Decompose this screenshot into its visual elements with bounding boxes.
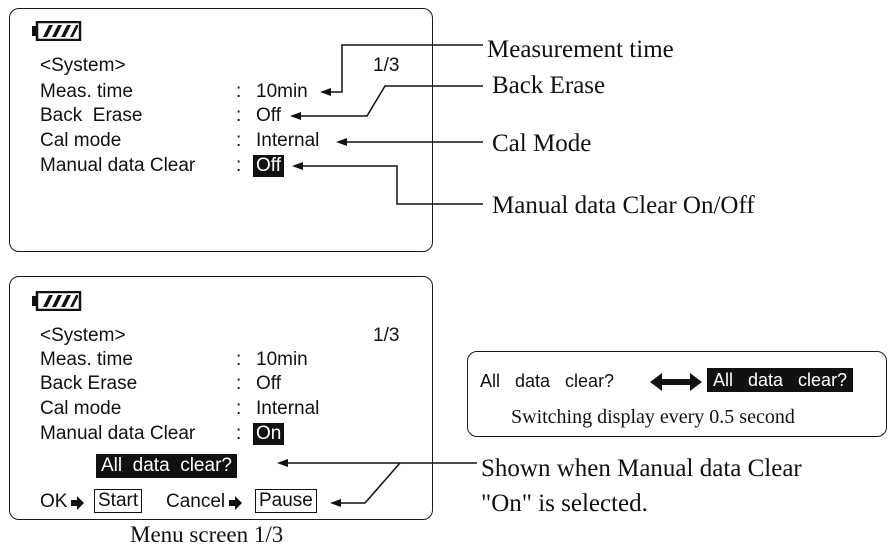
right-arrow-icon — [71, 496, 84, 510]
row-sep: : — [236, 423, 242, 444]
row-value-cal-mode[interactable]: Internal — [256, 130, 320, 151]
row-label-cal-mode: Cal mode — [40, 398, 122, 419]
row-value-manual-clear[interactable]: Off — [253, 155, 284, 177]
leader-line-manual-clear — [302, 165, 483, 205]
page-indicator: 1/3 — [373, 55, 400, 76]
arrowhead — [336, 138, 347, 146]
row-label-cal-mode: Cal mode — [40, 130, 122, 151]
row-label-back-erase: Back Erase — [40, 105, 143, 126]
arrowhead — [277, 459, 288, 467]
right-arrow-icon — [229, 496, 242, 510]
label-back-erase: Back Erase — [492, 72, 606, 99]
all-data-clear-prompt: All data clear? — [96, 454, 237, 478]
row-label-back-erase: Back Erase — [40, 373, 138, 394]
row-value-meas-time[interactable]: 10min — [256, 81, 308, 102]
label-cal-mode: Cal Mode — [492, 130, 592, 157]
leader-line-pause — [340, 462, 401, 504]
row-value-manual-clear[interactable]: On — [253, 423, 285, 445]
label-measurement-time: Measurement time — [487, 36, 674, 63]
switch-caption: Switching display every 0.5 second — [511, 406, 795, 428]
leader-line-back-erase — [300, 85, 483, 117]
row-label-manual-clear: Manual data Clear — [40, 423, 196, 444]
leader-line-meas-time — [330, 44, 483, 93]
label-manual-clear-on-off: Manual data Clear On/Off — [492, 192, 755, 219]
arrowhead — [320, 88, 331, 96]
pause-button[interactable]: Pause — [255, 489, 317, 513]
lcd-screen-top: <System> 1/3 Meas. time : 10min Back Era… — [9, 8, 433, 252]
row-sep: : — [236, 373, 242, 394]
figure-caption: Menu screen 1/3 — [130, 522, 284, 547]
arrowhead — [290, 112, 301, 120]
page-indicator: 1/3 — [373, 325, 400, 346]
row-label-meas-time: Meas. time — [40, 81, 133, 102]
switching-display-box: All data clear? All data clear? Switchin… — [467, 351, 887, 437]
start-button[interactable]: Start — [94, 489, 143, 513]
double-arrow-icon — [650, 373, 702, 391]
label-shown-when-line2: "On" is selected. — [481, 490, 648, 517]
row-sep: : — [236, 130, 242, 151]
arrowhead — [330, 499, 341, 507]
row-sep: : — [236, 155, 242, 176]
battery-icon — [32, 291, 82, 311]
row-value-back-erase[interactable]: Off — [256, 373, 281, 394]
arrowhead — [292, 162, 303, 170]
row-sep: : — [236, 398, 242, 419]
row-sep: : — [236, 81, 242, 102]
screen-header: <System> — [40, 55, 126, 76]
battery-icon — [32, 21, 82, 41]
row-value-meas-time[interactable]: 10min — [256, 349, 308, 370]
row-sep: : — [236, 105, 242, 126]
screen-header: <System> — [40, 325, 126, 346]
row-sep: : — [236, 349, 242, 370]
switch-inverted-text: All data clear? — [707, 368, 854, 392]
ok-label: OK — [40, 491, 68, 512]
label-shown-when-line1: Shown when Manual data Clear — [481, 455, 802, 482]
row-value-back-erase[interactable]: Off — [256, 105, 281, 126]
row-label-meas-time: Meas. time — [40, 349, 133, 370]
switch-plain-text: All data clear? — [480, 371, 615, 391]
lcd-screen-bottom: <System> 1/3 Meas. time : 10min Back Era… — [9, 276, 433, 520]
cancel-label: Cancel — [166, 491, 226, 512]
row-value-cal-mode[interactable]: Internal — [256, 398, 320, 419]
row-label-manual-clear: Manual data Clear — [40, 155, 196, 176]
